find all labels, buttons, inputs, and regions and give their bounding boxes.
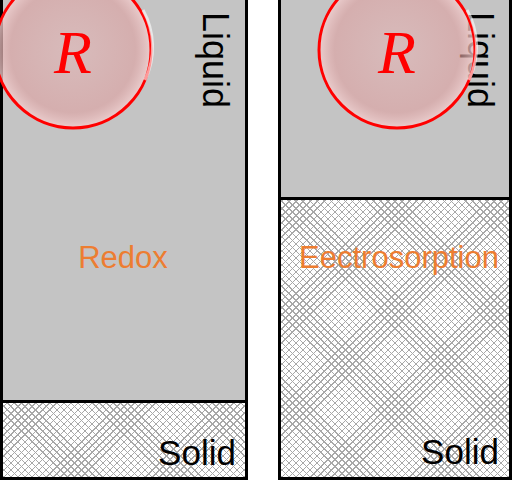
liquid-band: LiquidR <box>278 0 512 200</box>
species-circle: R <box>317 0 477 130</box>
process-label: Eectrosorption <box>299 240 499 276</box>
bubble-circle <box>0 0 151 128</box>
solid-band: EectrosorptionSolid <box>278 197 512 480</box>
solid-band: Solid <box>0 400 248 480</box>
phase-label: Liquid <box>194 12 236 108</box>
liquid-band: LiquidRedox R <box>0 0 248 403</box>
bubble-highlight <box>467 10 477 80</box>
species-symbol: R <box>54 17 92 88</box>
species-symbol: R <box>378 17 416 88</box>
phase-label: Solid <box>158 433 236 473</box>
process-label: Redox <box>78 240 168 276</box>
species-circle: R <box>0 0 153 130</box>
bubble-circle <box>319 0 475 128</box>
bubble-highlight <box>143 10 153 80</box>
phase-label: Solid <box>421 432 499 472</box>
